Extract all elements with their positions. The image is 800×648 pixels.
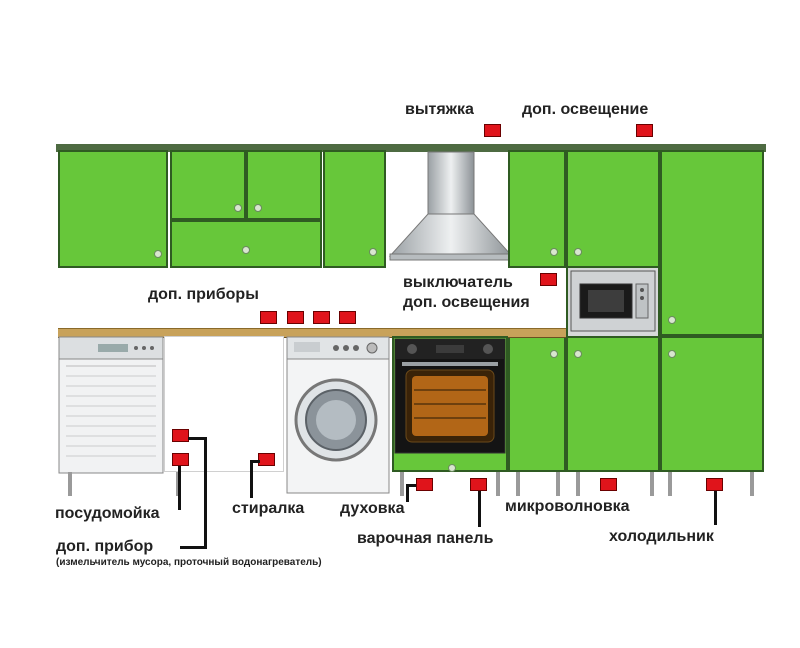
connector-line xyxy=(188,437,206,440)
leg xyxy=(576,472,580,496)
socket-icon xyxy=(172,453,189,466)
leg xyxy=(68,472,72,496)
label-switch-line2: доп. освещения xyxy=(403,294,530,311)
knob-icon xyxy=(234,204,242,212)
label-hood: вытяжка xyxy=(405,101,474,118)
socket-icon xyxy=(339,311,356,324)
socket-icon xyxy=(484,124,501,137)
connector-line xyxy=(714,491,717,525)
leg xyxy=(516,472,520,496)
fridge-upper-door xyxy=(660,150,764,336)
label-extra-light: доп. освещение xyxy=(522,101,649,118)
socket-icon xyxy=(287,311,304,324)
connector-line xyxy=(478,491,481,527)
knob-icon xyxy=(668,350,676,358)
socket-icon xyxy=(600,478,617,491)
washer-icon xyxy=(286,336,390,494)
connector-line xyxy=(178,466,181,510)
socket-icon xyxy=(706,478,723,491)
socket-icon xyxy=(636,124,653,137)
socket-icon xyxy=(416,478,433,491)
label-extra-devices: доп. приборы xyxy=(148,286,259,303)
knob-icon xyxy=(242,246,250,254)
label-fridge: холодильник xyxy=(609,528,714,545)
label-microwave: микроволновка xyxy=(505,498,630,515)
label-cooktop: варочная панель xyxy=(357,530,494,547)
connector-line xyxy=(406,484,416,487)
label-dishwasher: посудомойка xyxy=(55,505,160,522)
knob-icon xyxy=(154,250,162,258)
upper-cabinet-4 xyxy=(170,220,322,268)
upper-cabinet-1 xyxy=(58,150,168,268)
sink-niche xyxy=(164,336,284,472)
leg xyxy=(750,472,754,496)
microwave-lower-cabinet xyxy=(566,336,660,472)
leg xyxy=(496,472,500,496)
microwave-icon xyxy=(570,270,656,332)
knob-icon xyxy=(550,350,558,358)
label-switch-line1: выключатель xyxy=(403,274,513,291)
connector-line xyxy=(204,437,207,549)
knob-icon xyxy=(550,248,558,256)
socket-icon xyxy=(172,429,189,442)
knob-icon xyxy=(254,204,262,212)
connector-line xyxy=(250,460,260,463)
knob-icon xyxy=(574,248,582,256)
oven-icon xyxy=(394,338,506,454)
leg xyxy=(556,472,560,496)
leg xyxy=(668,472,672,496)
socket-icon xyxy=(540,273,557,286)
label-extra-device-note: (измельчитель мусора, проточный водонагр… xyxy=(56,557,322,568)
knob-icon xyxy=(668,316,676,324)
upper-cabinet-top-trim xyxy=(56,144,766,152)
socket-icon xyxy=(313,311,330,324)
upper-cabinet-6 xyxy=(508,150,566,268)
socket-icon xyxy=(260,311,277,324)
dishwasher-icon xyxy=(58,336,164,474)
knob-icon xyxy=(369,248,377,256)
connector-line xyxy=(180,546,207,549)
knob-icon xyxy=(448,464,456,472)
label-washer: стиралка xyxy=(232,500,305,517)
socket-icon xyxy=(470,478,487,491)
socket-icon xyxy=(258,453,275,466)
upper-cabinet-2 xyxy=(170,150,246,220)
base-cabinet-left-of-microwave xyxy=(508,336,566,472)
connector-line xyxy=(250,460,253,498)
upper-cabinet-5 xyxy=(323,150,386,268)
fridge-lower-door xyxy=(660,336,764,472)
leg xyxy=(400,472,404,496)
knob-icon xyxy=(574,350,582,358)
label-extra-device: доп. прибор xyxy=(56,538,154,555)
hood-icon xyxy=(388,151,514,261)
connector-line xyxy=(406,484,409,502)
label-oven: духовка xyxy=(340,500,405,517)
upper-cabinet-7 xyxy=(566,150,660,268)
upper-cabinet-3 xyxy=(246,150,322,220)
leg xyxy=(650,472,654,496)
